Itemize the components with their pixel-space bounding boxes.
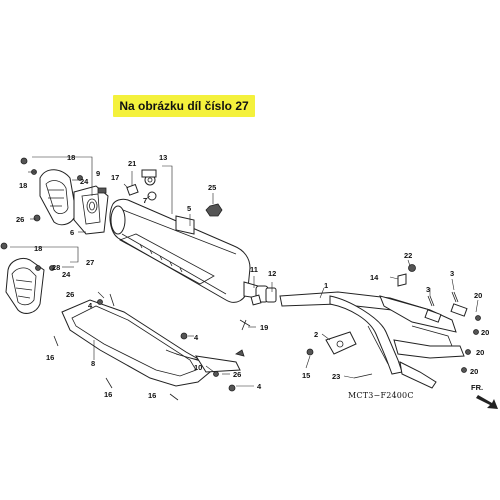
- callout-22: 22: [404, 251, 412, 260]
- callout-21: 21: [128, 159, 136, 168]
- part-notice-banner: Na obrázku díl číslo 27: [113, 95, 255, 117]
- muffler-hardware: [126, 169, 157, 201]
- callout-20: 20: [470, 367, 478, 376]
- callout-28: 28: [52, 263, 60, 272]
- callout-18: 18: [19, 181, 27, 190]
- callout-11: 11: [250, 265, 258, 274]
- heat-shield-cover-lower: [0, 242, 55, 314]
- callout-23: 23: [332, 372, 340, 381]
- callout-15: 15: [302, 371, 310, 380]
- callout-6: 6: [70, 228, 74, 237]
- direction-label: FR.: [471, 383, 483, 392]
- callout-5: 5: [187, 204, 191, 213]
- leader-lines: [10, 156, 479, 387]
- callout-10: 10: [194, 363, 202, 372]
- muffler: [109, 198, 259, 303]
- muffler-end-cap: [73, 185, 109, 235]
- callout-24: 24: [80, 177, 89, 186]
- callout-16: 16: [104, 390, 112, 399]
- heat-shield-lower: [61, 293, 245, 387]
- callout-3: 3: [426, 285, 430, 294]
- callout-18: 18: [34, 244, 42, 253]
- callout-1: 1: [324, 281, 328, 290]
- callout-13: 13: [159, 153, 167, 162]
- callout-18: 18: [67, 153, 75, 162]
- callout-20: 20: [474, 291, 482, 300]
- callout-labels: 18 9 18 24 26 6 21 17 13 7 25 5 18 28 27…: [16, 153, 489, 400]
- callout-8: 8: [91, 359, 95, 368]
- callout-19: 19: [260, 323, 268, 332]
- bolt-25: [205, 203, 223, 217]
- pipe-bracket: [325, 331, 357, 355]
- callout-14: 14: [370, 273, 379, 282]
- callout-4: 4: [88, 301, 93, 310]
- heat-shield-cover-upper: [20, 157, 83, 226]
- callout-24: 24: [62, 270, 71, 279]
- front-direction-indicator: FR.: [470, 381, 500, 411]
- callout-26: 26: [233, 370, 241, 379]
- right-hardware: [306, 264, 481, 379]
- exhaust-header-pipes: [279, 291, 468, 389]
- callout-25: 25: [208, 183, 216, 192]
- callout-16: 16: [148, 391, 156, 400]
- arrow-icon: [476, 395, 498, 409]
- diagram-code: MCT3−F2400C: [348, 391, 414, 400]
- callout-26: 26: [66, 290, 74, 299]
- callout-16: 16: [46, 353, 54, 362]
- callout-20: 20: [476, 348, 484, 357]
- callout-3: 3: [450, 269, 454, 278]
- exhaust-joint: [250, 285, 277, 306]
- callout-2: 2: [314, 330, 318, 339]
- callout-9: 9: [96, 169, 100, 178]
- callout-7: 7: [143, 196, 147, 205]
- callout-12: 12: [268, 269, 276, 278]
- callout-4: 4: [257, 382, 262, 391]
- callout-17: 17: [111, 173, 119, 182]
- callout-20: 20: [481, 328, 489, 337]
- callout-26: 26: [16, 215, 24, 224]
- callout-27: 27: [86, 258, 94, 267]
- bolt-19: [239, 319, 251, 331]
- lower-screws: [53, 299, 236, 401]
- callout-4: 4: [194, 333, 199, 342]
